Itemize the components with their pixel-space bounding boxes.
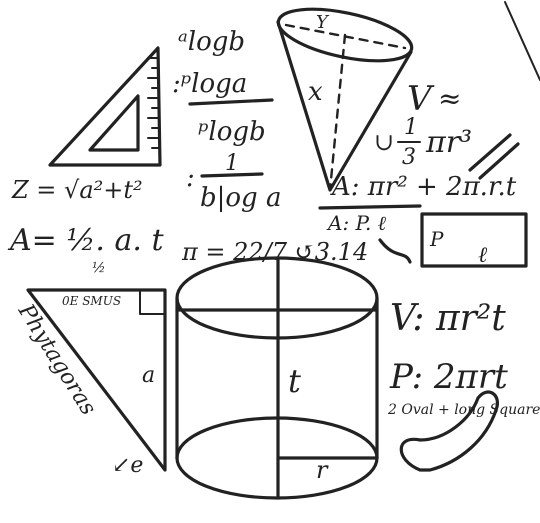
cylinder-icon: t r [175, 256, 379, 500]
cone-pir3: πr³ [425, 125, 472, 160]
log-colon: : [186, 163, 195, 193]
rect-area-formula: A: P. ℓ [326, 211, 387, 235]
cylinder-t-label: t [288, 362, 301, 400]
oval-shape-icon: 2 Oval + long Square [387, 390, 540, 472]
cone-one: 1 [404, 115, 418, 140]
log-fraction-bar-1 [188, 98, 274, 106]
cone-volume-formula: V ≈ ∪ 1 3 πr³ [374, 79, 520, 180]
rect-p-label: P [429, 227, 444, 251]
cone-three: 3 [402, 145, 416, 170]
corner-diagonal-line [504, 1, 540, 81]
log-fraction-bar-2 [200, 172, 264, 178]
log-line-2: :ᵖloga [172, 69, 247, 99]
rect-arrow [378, 238, 412, 264]
right-triangle-icon: 0E SMUS a Phytagoras ↙e [12, 288, 167, 478]
log-line-3: ᵖlogb [198, 117, 266, 147]
z-formula: Z = √a²+t² [11, 176, 143, 204]
log-line-4: 1 [225, 151, 239, 176]
log-fraction-group: ᵃlogb :ᵖloga ᵖlogb : 1 b|og a [172, 27, 281, 213]
log-line-1: ᵃlogb [178, 27, 245, 57]
right-triangle-top-label: 0E SMUS [62, 294, 121, 308]
cone-slant-label: x [308, 77, 323, 107]
cone-v-equals: ≈ [438, 82, 461, 115]
pythagoras-arrow: ↙e [112, 453, 143, 478]
pi-formula: π = 22/7 ↺3.14 [181, 238, 368, 266]
cone-area-underline [318, 204, 422, 210]
cone-area-formula: A: πr² + 2π.r.t [330, 172, 517, 202]
cone-icon: x Y [276, 7, 414, 192]
oval-note: 2 Oval + long Square [387, 402, 540, 418]
cylinder-volume-formula: V: πr²t [390, 298, 506, 339]
pythagoras-word: Phytagoras [12, 299, 100, 420]
set-square-icon [48, 46, 162, 167]
triangle-area-formula: A= ½. a. t [7, 223, 164, 258]
triangle-area-under: ½ [92, 260, 106, 276]
cone-top-label: Y [316, 12, 330, 33]
cylinder-r-label: r [316, 456, 329, 484]
rectangle-icon: P ℓ [420, 212, 528, 268]
cone-slash-marks [468, 133, 520, 180]
rect-l-label: ℓ [478, 243, 488, 268]
cylinder-p-formula: P: 2πrt [389, 357, 508, 397]
log-line-5: b|og a [200, 183, 281, 213]
cone-v-label: V [407, 79, 435, 119]
right-triangle-side-small: a [142, 363, 155, 388]
cone-prefix: ∪ [374, 128, 394, 156]
